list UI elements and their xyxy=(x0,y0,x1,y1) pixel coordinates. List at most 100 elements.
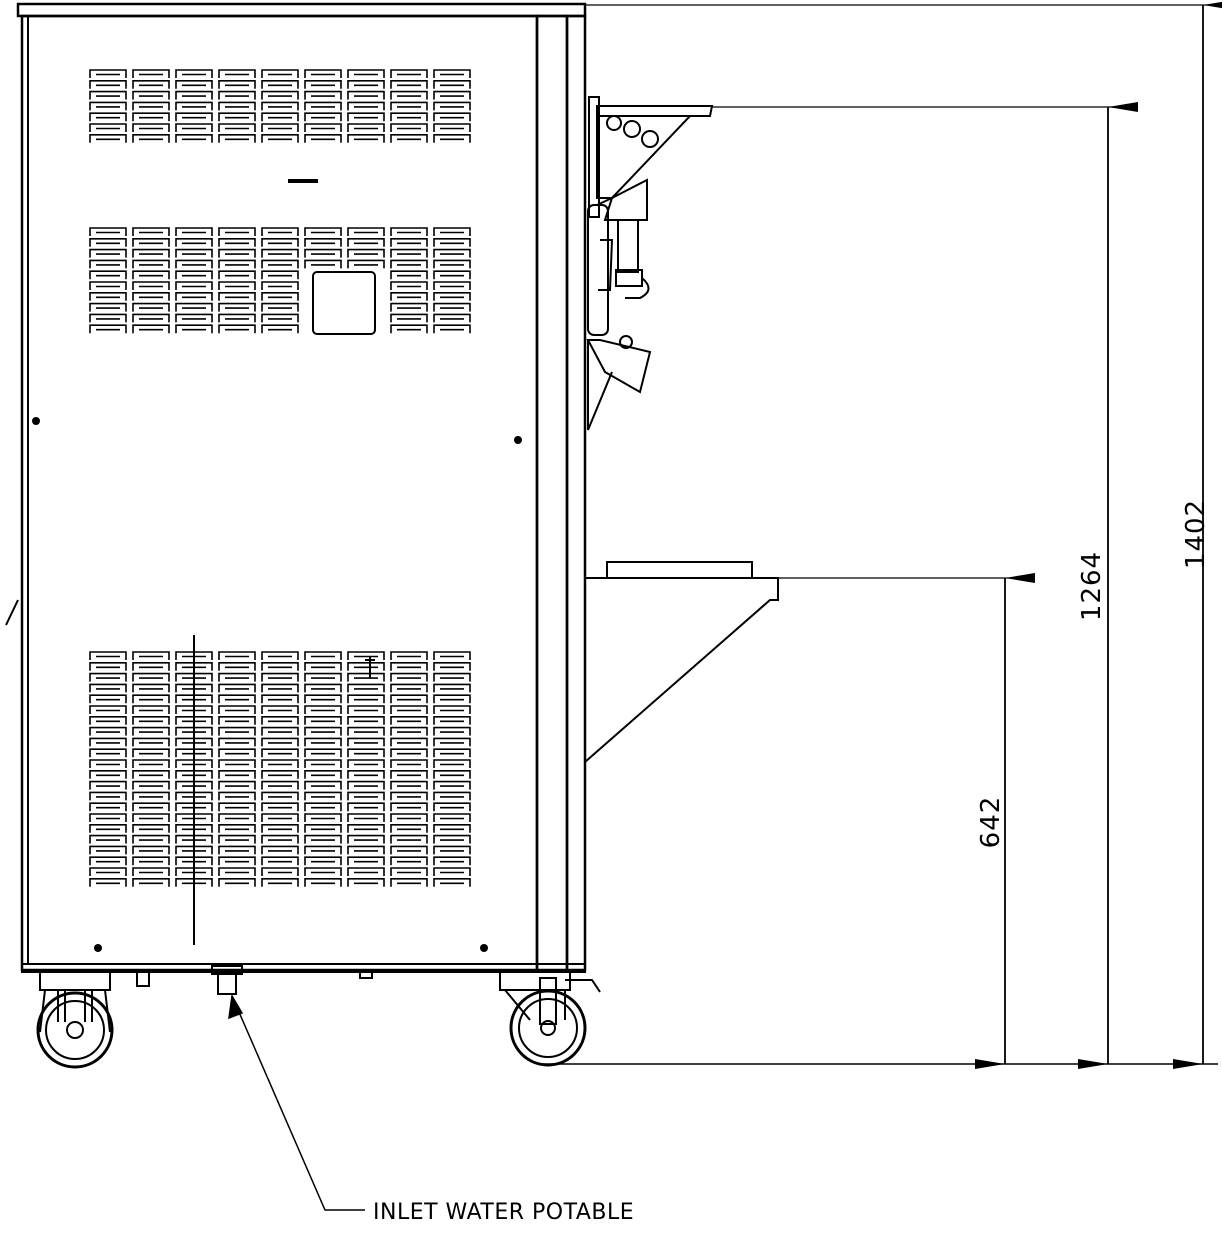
vent-slot xyxy=(390,824,428,833)
vent-slot xyxy=(175,69,213,78)
vent-slot xyxy=(218,737,256,747)
vent-slot xyxy=(433,259,471,269)
vent-slot xyxy=(347,791,385,801)
vent-slot xyxy=(218,69,256,78)
vent-slot xyxy=(390,845,428,855)
vent-slot xyxy=(433,791,471,801)
vent-slot xyxy=(347,123,385,132)
vent-slot xyxy=(132,759,170,768)
extension-lines xyxy=(585,4,1215,579)
vent-slot xyxy=(433,227,471,236)
vent-slot xyxy=(261,227,299,236)
vent-slot xyxy=(304,259,342,269)
vent-slot xyxy=(347,101,385,111)
vent-slot xyxy=(390,672,428,682)
vent-slot xyxy=(218,238,256,247)
vent-grilles xyxy=(89,69,471,887)
vent-slot xyxy=(89,845,127,855)
vent-slot xyxy=(347,705,385,714)
vent-slot xyxy=(261,748,299,758)
vent-slot xyxy=(261,292,299,301)
vent-slot xyxy=(347,90,385,100)
vent-slot xyxy=(347,759,385,768)
vent-slot xyxy=(89,813,127,822)
vent-slot xyxy=(218,726,256,736)
vent-slot xyxy=(390,662,428,671)
vent-slot xyxy=(132,856,170,866)
vent-slot xyxy=(304,238,342,247)
vent-slot xyxy=(390,313,428,323)
dispenser-head xyxy=(586,96,714,431)
vent-slot xyxy=(89,90,127,100)
vent-slot xyxy=(218,270,256,280)
vent-slot xyxy=(218,123,256,132)
vent-slot xyxy=(132,651,170,660)
vent-slot xyxy=(390,651,428,660)
vent-slot xyxy=(132,824,170,833)
vent-slot xyxy=(433,101,471,111)
vent-slot xyxy=(433,824,471,833)
vent-slot xyxy=(218,259,256,269)
vent-slot xyxy=(390,791,428,801)
vent-slot xyxy=(89,662,127,671)
vent-slot xyxy=(433,726,471,736)
vent-slot xyxy=(175,270,213,280)
dimension-label-shelf: 642 xyxy=(976,796,1006,849)
vent-slot xyxy=(433,238,471,247)
vent-slot xyxy=(218,694,256,704)
vent-slot xyxy=(390,802,428,812)
vent-slot xyxy=(347,867,385,876)
vent-slot xyxy=(218,856,256,866)
vent-slot xyxy=(261,726,299,736)
vent-slot xyxy=(89,292,127,301)
vent-slot xyxy=(304,802,342,812)
dimension-label-spout: 1264 xyxy=(1077,551,1107,621)
vent-slot xyxy=(175,112,213,122)
vent-slot xyxy=(132,813,170,822)
vent-slot xyxy=(132,683,170,693)
vent-slot xyxy=(347,662,385,671)
vent-slot xyxy=(347,856,385,866)
panel-screws xyxy=(32,417,522,952)
vent-slot xyxy=(89,302,127,312)
vent-slot xyxy=(132,737,170,747)
vent-slot xyxy=(390,748,428,758)
vent-slot xyxy=(132,845,170,855)
vent-slot xyxy=(304,69,342,78)
vent-slot xyxy=(261,248,299,258)
vent-slot xyxy=(218,672,256,682)
vent-slot xyxy=(390,80,428,89)
vent-slot xyxy=(261,705,299,714)
vent-slot xyxy=(433,651,471,660)
vent-slot xyxy=(132,238,170,247)
vent-slot xyxy=(261,672,299,682)
vent-slot xyxy=(433,324,471,334)
vent-slot xyxy=(175,292,213,301)
vent-slot xyxy=(390,238,428,247)
vent-slot xyxy=(89,878,127,887)
vent-slot xyxy=(433,780,471,790)
vent-slot xyxy=(347,780,385,790)
vent-slot xyxy=(390,834,428,844)
vent-slot xyxy=(261,878,299,887)
vent-slot xyxy=(304,123,342,132)
vent-slot xyxy=(175,227,213,236)
vent-slot xyxy=(390,726,428,736)
vent-slot xyxy=(132,259,170,269)
vent-slot xyxy=(304,80,342,89)
vent-slot xyxy=(175,238,213,247)
vent-slot xyxy=(304,227,342,236)
dimension-label-overall: 1402 xyxy=(1181,499,1211,569)
vent-slot xyxy=(347,824,385,833)
vent-slot xyxy=(304,748,342,758)
vent-slot xyxy=(89,716,127,725)
vent-slot xyxy=(89,134,127,143)
vent-slot xyxy=(390,780,428,790)
lower-shelf xyxy=(584,561,779,763)
vent-slot xyxy=(347,651,385,660)
vent-slot xyxy=(261,780,299,790)
vent-slot xyxy=(218,101,256,111)
vent-slot xyxy=(89,227,127,236)
vent-slot xyxy=(132,867,170,876)
vent-slot xyxy=(132,281,170,290)
